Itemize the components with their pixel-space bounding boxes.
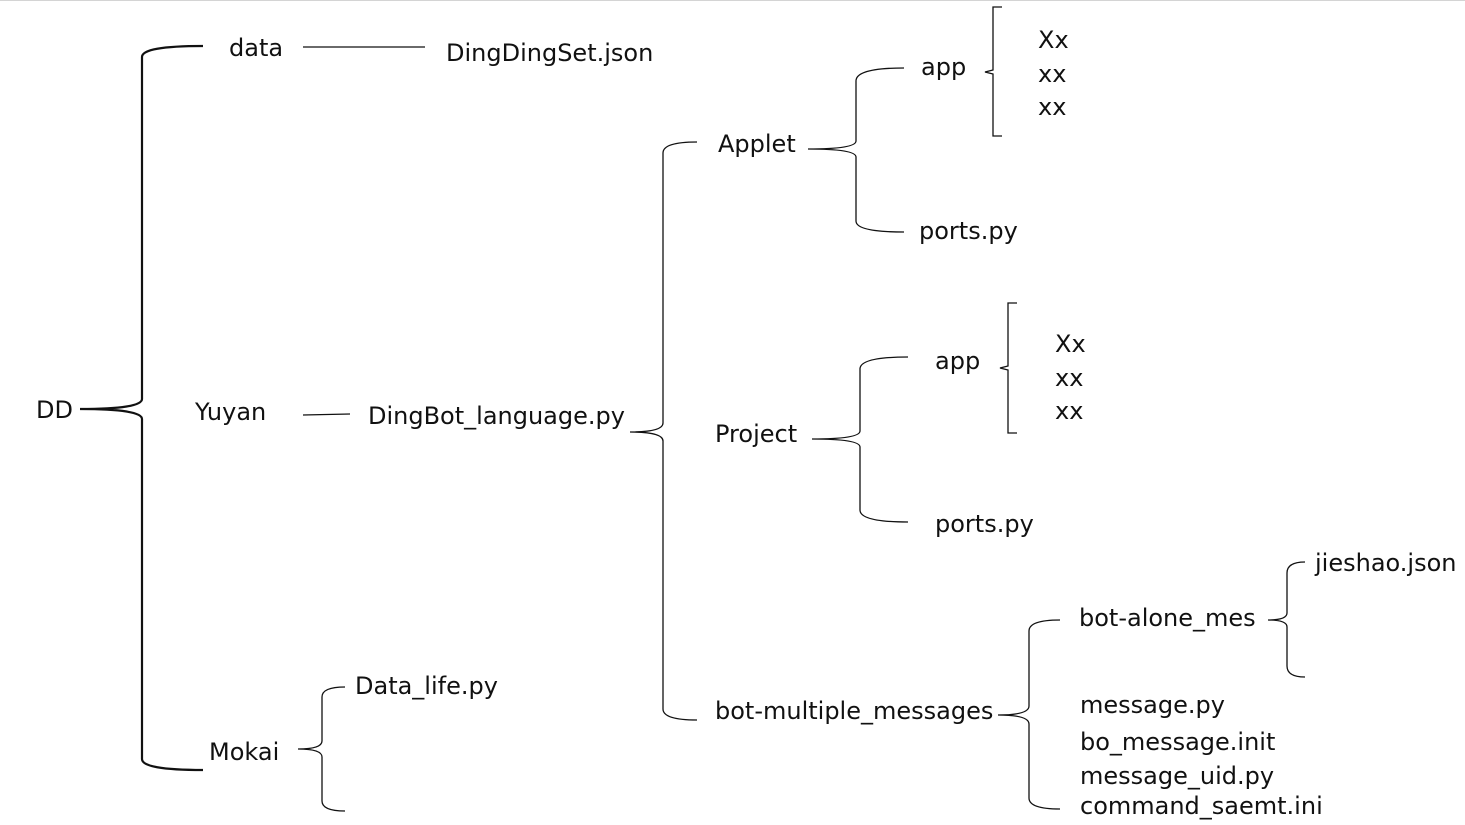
node-applet-app-item-3: xx <box>1038 93 1067 121</box>
node-project-ports: ports.py <box>935 510 1034 538</box>
brace-dd <box>79 44 204 772</box>
node-project-app-item-1: Xx <box>1055 330 1086 358</box>
node-bo-message-init: bo_message.init <box>1080 728 1276 756</box>
node-yuyan: Yuyan <box>195 398 267 426</box>
node-jieshao-json: jieshao.json <box>1315 549 1457 577</box>
bracket-project-app <box>999 302 1017 434</box>
brace-applet <box>807 67 905 233</box>
node-project-app: app <box>935 347 981 375</box>
node-command-saemt-ini: command_saemt.ini <box>1080 792 1323 820</box>
node-message-uid-py: message_uid.py <box>1080 762 1275 790</box>
node-mokai: Mokai <box>209 738 280 766</box>
brace-project <box>811 356 909 523</box>
node-bot-alone-mes: bot-alone_mes <box>1079 604 1256 632</box>
node-applet: Applet <box>718 130 796 158</box>
node-applet-app-item-2: xx <box>1038 60 1067 88</box>
node-bot-multiple-messages: bot-multiple_messages <box>715 697 994 725</box>
node-project: Project <box>715 420 798 448</box>
brace-mokai <box>297 686 346 812</box>
node-message-py: message.py <box>1080 691 1225 719</box>
node-applet-ports: ports.py <box>919 217 1018 245</box>
node-data-life: Data_life.py <box>355 672 498 700</box>
node-dd: DD <box>36 396 73 424</box>
brace-bot-alone <box>1267 561 1306 678</box>
brace-dingbot <box>629 141 698 721</box>
node-dingbot-language: DingBot_language.py <box>368 402 625 430</box>
node-project-app-item-2: xx <box>1055 364 1084 392</box>
node-applet-app: app <box>921 53 967 81</box>
node-dingdingset-json: DingDingSet.json <box>446 39 654 67</box>
brace-bot-multiple <box>997 619 1061 810</box>
bracket-applet-app <box>984 6 1002 137</box>
line-yuyan-dingbot <box>302 413 351 416</box>
node-applet-app-item-1: Xx <box>1038 26 1069 54</box>
node-data: data <box>229 34 284 62</box>
node-project-app-item-3: xx <box>1055 397 1084 425</box>
